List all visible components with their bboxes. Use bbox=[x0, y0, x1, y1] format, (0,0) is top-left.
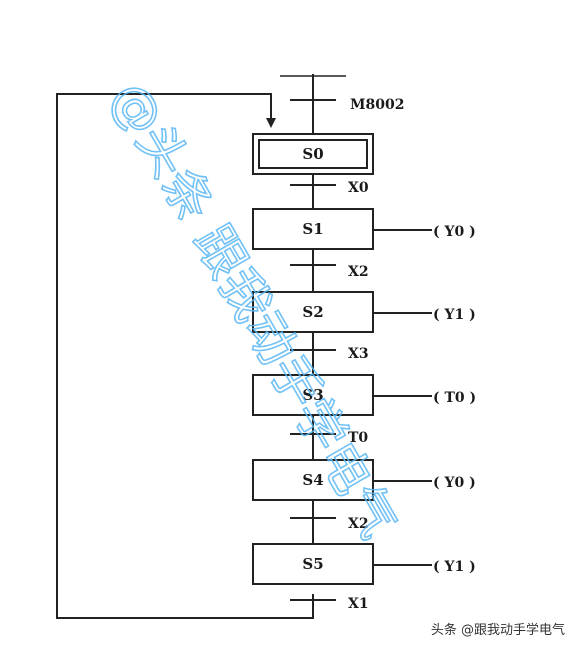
step-box-s1 bbox=[252, 208, 374, 250]
transition-label-x1: X1 bbox=[348, 596, 369, 612]
output-label-s1: ( Y0 ) bbox=[433, 224, 476, 240]
step-label-s3: S3 bbox=[302, 386, 323, 404]
output-label-s3: ( T0 ) bbox=[433, 390, 476, 406]
step-box-s5 bbox=[252, 543, 374, 585]
step-box-s4 bbox=[252, 459, 374, 501]
output-label-s2: ( Y1 ) bbox=[433, 307, 476, 323]
step-label-s5: S5 bbox=[302, 555, 323, 573]
step-label-s2: S2 bbox=[302, 303, 323, 321]
step-box-s0-inner bbox=[258, 139, 368, 169]
footer-attribution: 头条 @跟我动手学电气 bbox=[430, 623, 565, 638]
transition-label-x2-b: X2 bbox=[348, 516, 369, 532]
transition-label-x2-a: X2 bbox=[348, 264, 369, 280]
step-label-s0: S0 bbox=[302, 145, 323, 163]
transition-label-m8002: M8002 bbox=[350, 97, 404, 113]
return-loop-line bbox=[56, 93, 314, 619]
output-label-s5: ( Y1 ) bbox=[433, 559, 476, 575]
transition-label-x3: X3 bbox=[348, 346, 369, 362]
step-label-s4: S4 bbox=[302, 471, 323, 489]
transition-label-x0: X0 bbox=[348, 180, 369, 196]
transition-label-t0: T0 bbox=[348, 430, 368, 446]
output-label-s4: ( Y0 ) bbox=[433, 475, 476, 491]
return-arrow-icon bbox=[266, 118, 276, 128]
step-label-s1: S1 bbox=[302, 220, 323, 238]
